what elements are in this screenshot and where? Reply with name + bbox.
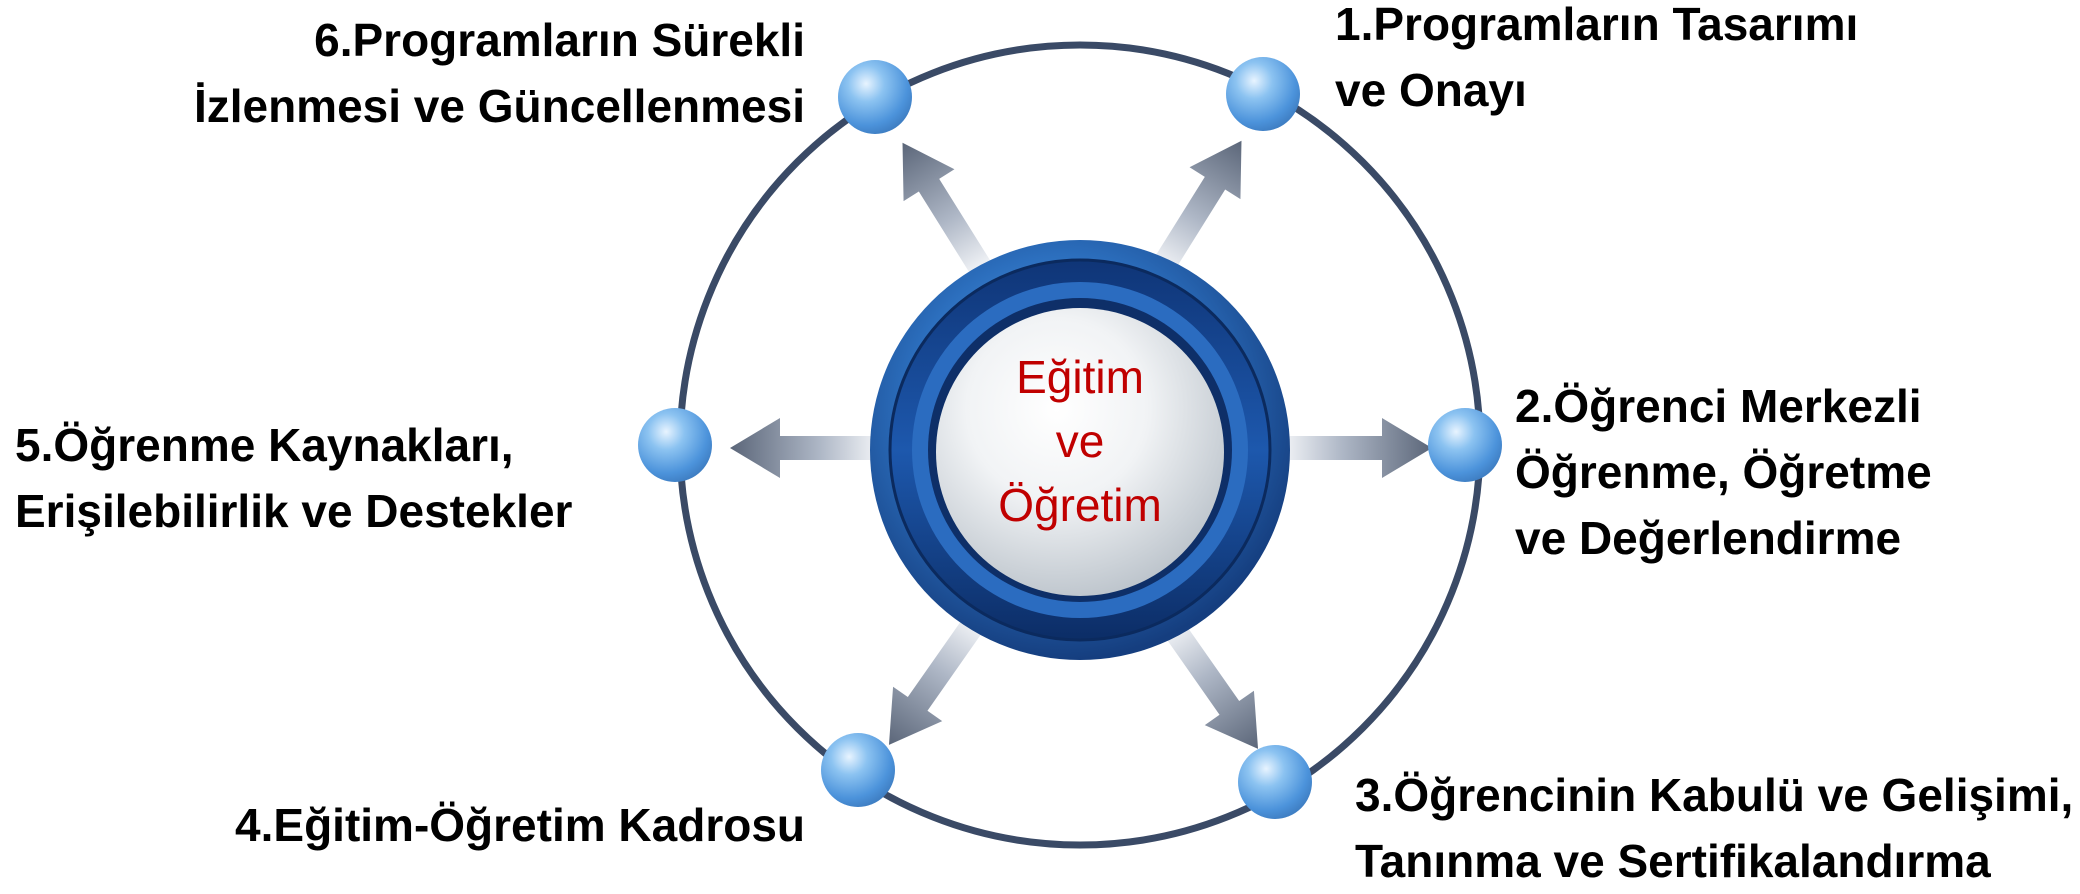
arrow-to-node-5 <box>730 418 880 478</box>
node-3-label-line-1: 3.Öğrencinin Kabulü ve Gelişimi, <box>1355 769 2074 821</box>
node-2-label: 2.Öğrenci Merkezli Öğrenme, Öğretme ve D… <box>1515 373 1932 571</box>
arrow-to-node-3 <box>1162 619 1259 749</box>
arrow-to-node-2 <box>1282 418 1432 478</box>
center-line-2: ve <box>1055 415 1105 467</box>
arrows <box>730 140 1432 749</box>
node-3-sphere <box>1238 745 1312 819</box>
arrow-to-node-1 <box>1151 140 1242 275</box>
arrow-to-node-4 <box>888 615 985 745</box>
center-title: Eğitim ve Öğretim <box>960 345 1200 537</box>
node-4-sphere <box>821 733 895 807</box>
node-5-label-line-2: Erişilebilirlik ve Destekler <box>15 485 573 537</box>
node-3-label: 3.Öğrencinin Kabulü ve Gelişimi, Tanınma… <box>1355 762 2073 894</box>
node-spheres <box>638 57 1502 819</box>
node-1-label-line-1: 1.Programların Tasarımı <box>1335 0 1859 50</box>
node-2-label-line-3: ve Değerlendirme <box>1515 512 1902 564</box>
node-1-label-line-2: ve Onayı <box>1335 64 1527 116</box>
node-6-sphere <box>838 60 912 134</box>
arrow-to-node-6 <box>902 142 993 277</box>
node-5-label: 5.Öğrenme Kaynakları, Erişilebilirlik ve… <box>15 412 572 544</box>
node-6-label-line-2: İzlenmesi ve Güncellenmesi <box>193 80 805 132</box>
node-3-label-line-2: Tanınma ve Sertifikalandırma <box>1355 835 1991 887</box>
node-4-label-line-1: 4.Eğitim-Öğretim Kadrosu <box>235 799 805 851</box>
center-hub <box>870 240 1290 660</box>
node-5-sphere <box>638 408 712 482</box>
node-4-label: 4.Eğitim-Öğretim Kadrosu <box>235 792 805 858</box>
node-2-sphere <box>1428 408 1502 482</box>
node-1-sphere <box>1226 57 1300 131</box>
center-line-3: Öğretim <box>998 479 1162 531</box>
node-6-label: 6.Programların Sürekli İzlenmesi ve Günc… <box>194 7 805 139</box>
node-6-label-line-1: 6.Programların Sürekli <box>314 14 805 66</box>
node-1-label: 1.Programların Tasarımı ve Onayı <box>1335 0 1858 123</box>
node-5-label-line-1: 5.Öğrenme Kaynakları, <box>15 419 514 471</box>
center-line-1: Eğitim <box>1016 351 1144 403</box>
node-2-label-line-2: Öğrenme, Öğretme <box>1515 446 1932 498</box>
node-2-label-line-1: 2.Öğrenci Merkezli <box>1515 380 1922 432</box>
